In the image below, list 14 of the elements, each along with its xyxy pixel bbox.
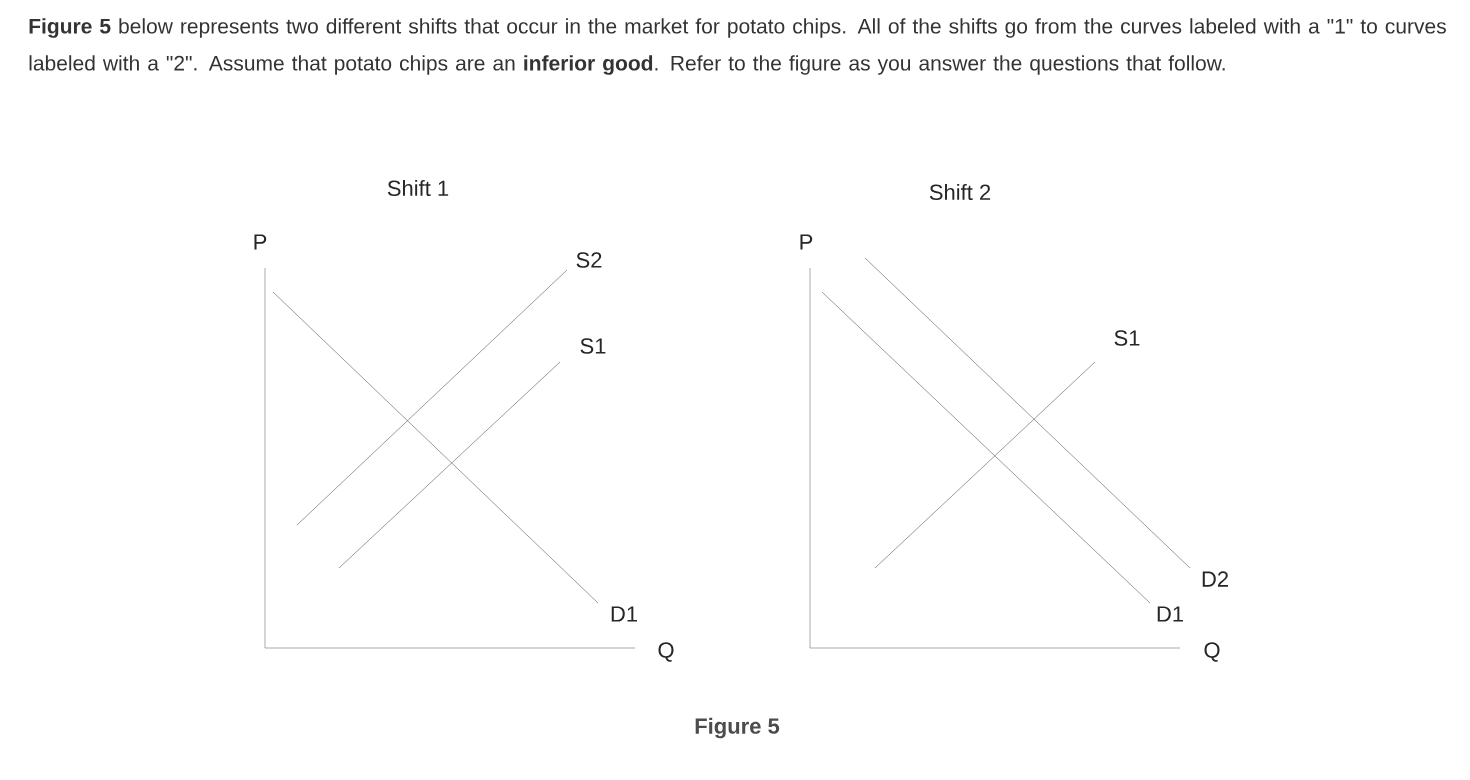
figure-caption: Figure 5	[695, 717, 780, 739]
curve-label: D2	[1202, 571, 1228, 587]
graph-title: Shift 1	[387, 179, 449, 197]
axis-label: P	[254, 234, 267, 250]
curve-label: S2	[576, 252, 602, 268]
curve-label: S1	[1114, 330, 1140, 346]
axis-label: P	[800, 234, 813, 250]
axis-label: Q	[1204, 642, 1220, 662]
curve-label: D1	[611, 606, 637, 622]
curve-label: D1	[1157, 606, 1183, 622]
curve-label: S1	[580, 338, 606, 354]
graph-title: Shift 2	[929, 183, 991, 201]
question-text: Figure 5 below represents two different shifts that occur in the market for potato chips. All of the shifts go from the curves labeled with a "1" to curves labeled with a "2". Assume that potato chips are an inferior good. Refer to the figure as you answer the questions that follow.	[29, 18, 1446, 75]
axis-label: Q	[658, 642, 674, 662]
